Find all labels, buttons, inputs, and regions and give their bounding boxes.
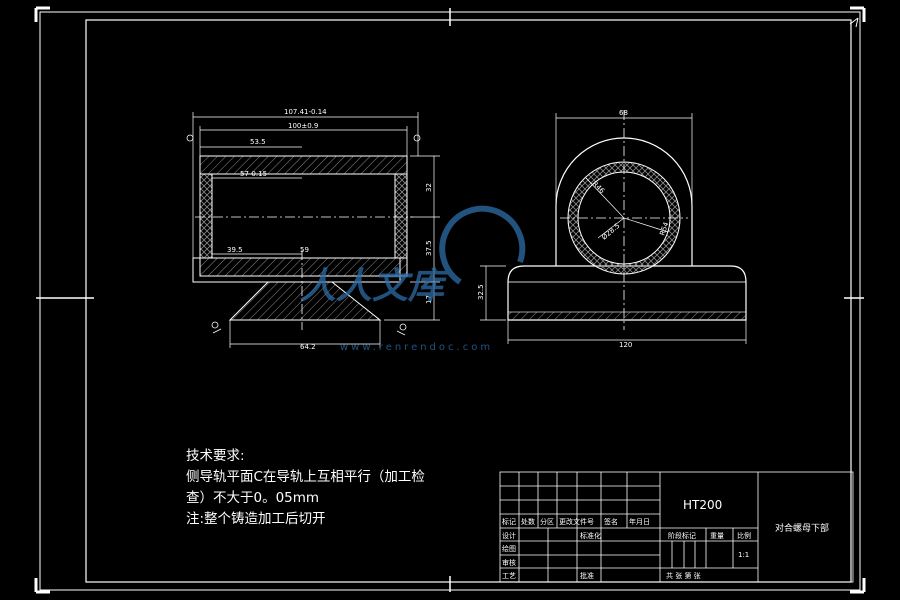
dim-side-base: 120 xyxy=(619,341,632,349)
tb-row-approve: 批准 xyxy=(580,571,594,580)
dim-side-h: 32.5 xyxy=(477,284,485,300)
tb-stage-mark: 阶段标记 xyxy=(668,531,696,540)
tb-col-sign: 签名 xyxy=(604,517,618,526)
tb-col-zone: 分区 xyxy=(540,517,554,526)
front-wall-right xyxy=(394,173,408,259)
side-base xyxy=(507,265,747,321)
tb-col-doc: 更改文件号 xyxy=(559,517,594,526)
tb-scale-value: 1:1 xyxy=(738,551,749,559)
front-view: 107.41-0.14 100±0.9 53.5 57-0.15 39.5 59… xyxy=(186,108,440,351)
material-label: HT200 xyxy=(683,498,722,512)
tech-req-title: 技术要求: xyxy=(186,448,245,464)
dim-front-39: 39.5 xyxy=(227,246,243,254)
tb-row-design: 设计 xyxy=(502,531,516,540)
tb-weight: 重量 xyxy=(710,532,724,540)
sheet-border xyxy=(34,6,866,594)
tb-col-count: 处数 xyxy=(521,517,535,526)
tech-req-line2: 查）不大于0。05mm xyxy=(186,490,320,506)
tb-row-process: 工艺 xyxy=(502,572,516,580)
tb-scale: 比例 xyxy=(737,531,751,540)
dim-side-width: 68 xyxy=(619,109,628,117)
tb-col-date: 年月日 xyxy=(629,517,650,526)
tb-row-draw: 绘图 xyxy=(502,544,516,553)
dim-front-inner: 100±0.9 xyxy=(288,122,318,130)
side-view: 68 120 32.5 R46 R54 Ø28.5 xyxy=(477,109,747,349)
watermark: 人人文库 www.renrendoc.com xyxy=(300,205,526,353)
dim-front-53: 53.5 xyxy=(250,138,266,146)
tech-req-line3: 注:整个铸造加工后切开 xyxy=(186,511,326,527)
tech-requirements: 技术要求: 侧导轨平面C在导轨上互相平行（加工检 查）不大于0。05mm 注:整… xyxy=(186,446,425,530)
watermark-url: www.renrendoc.com xyxy=(340,342,493,353)
tb-row-review: 审核 xyxy=(502,558,516,567)
part-name: 对合螺母下部 xyxy=(775,522,829,534)
dim-front-59: 59 xyxy=(300,246,309,254)
dim-front-bottom: 64.2 xyxy=(300,343,316,351)
dim-front-total: 107.41-0.14 xyxy=(284,108,327,116)
tb-col-mark: 标记 xyxy=(502,517,516,526)
dim-front-h37: 37.5 xyxy=(425,240,433,256)
front-wall-left xyxy=(199,173,213,259)
title-block xyxy=(499,471,854,583)
dim-front-h17: 17 xyxy=(425,295,433,304)
front-wall-top xyxy=(199,155,408,175)
dim-front-h32: 32 xyxy=(425,183,433,192)
tb-row-std: 标准化 xyxy=(580,531,601,540)
watermark-text: 人人文库 xyxy=(300,266,450,307)
dim-front-57: 57-0.15 xyxy=(240,170,267,178)
tb-sheets: 共 张 第 张 xyxy=(666,571,701,580)
tech-req-line1: 侧导轨平面C在导轨上互相平行（加工检 xyxy=(186,469,425,485)
